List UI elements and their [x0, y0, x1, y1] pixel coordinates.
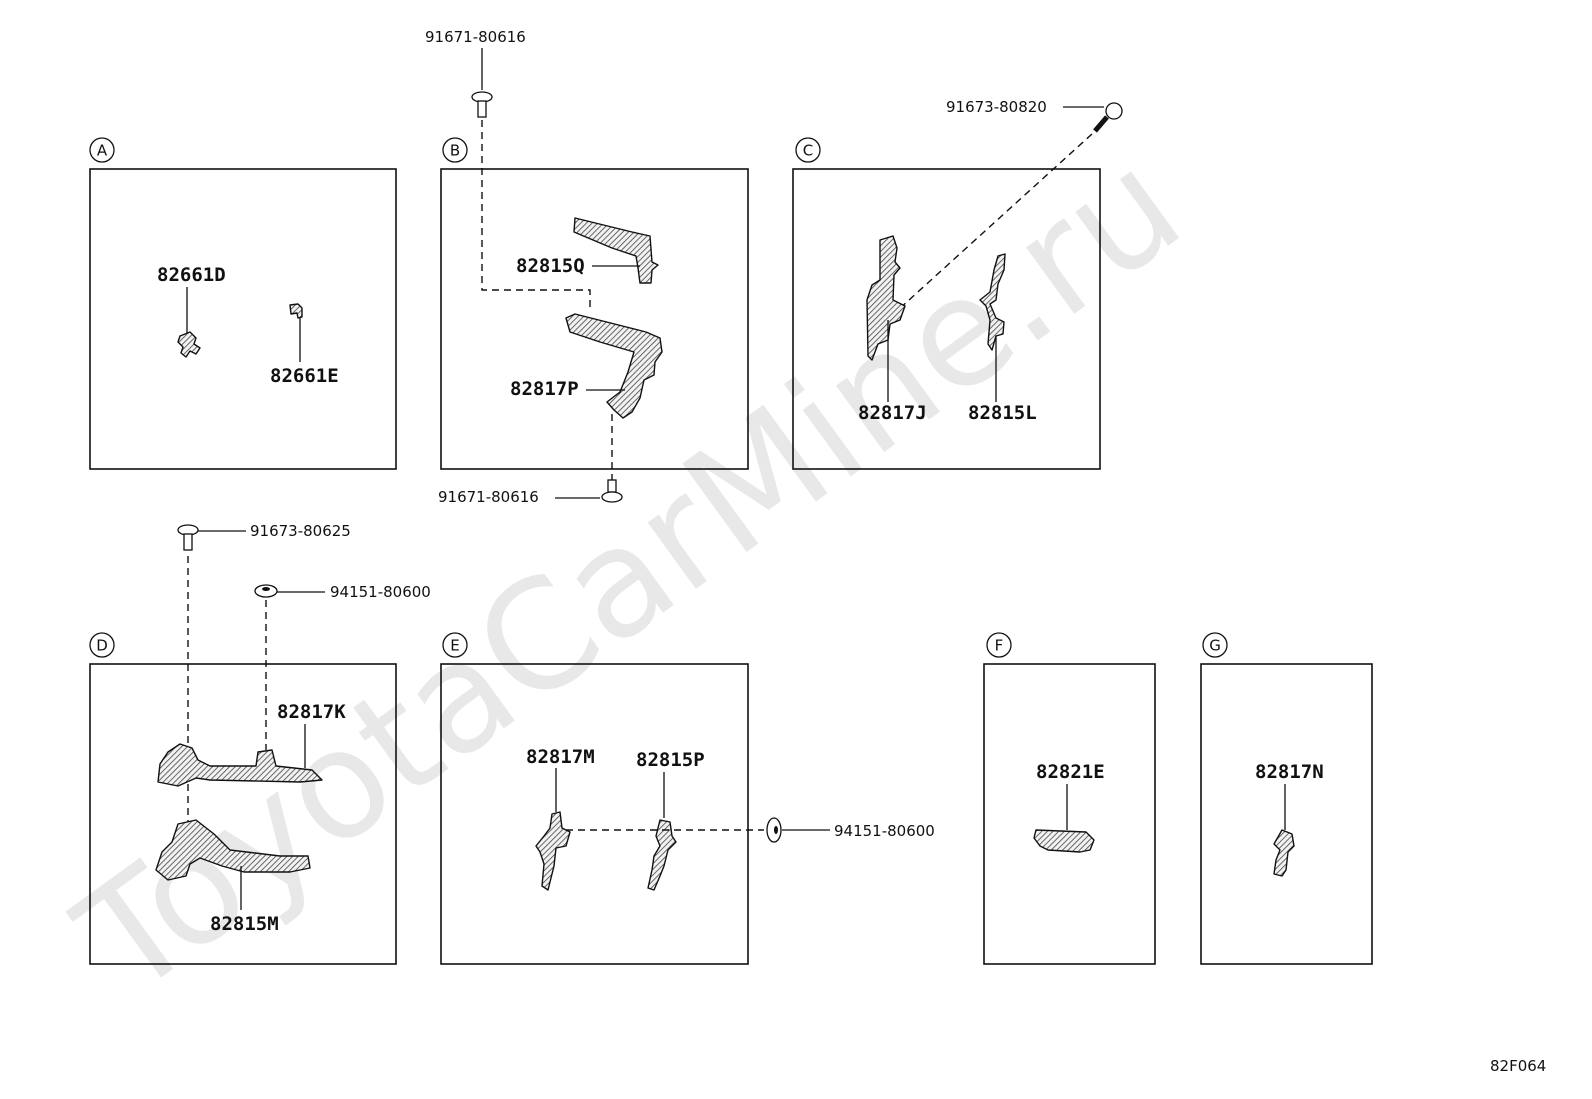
section-f: F 82821E [983, 632, 1156, 965]
section-a-box [89, 168, 397, 470]
part-label-82817j[interactable]: 82817J [858, 402, 927, 424]
part-82817k-icon [157, 743, 323, 787]
section-f-box [983, 663, 1156, 965]
section-b-marker: B [450, 142, 460, 160]
watermark: ToyotaCarMine.ru [48, 118, 1211, 1030]
part-label-82661d[interactable]: 82661D [157, 264, 226, 286]
bolt-icon [471, 91, 493, 118]
part-82815l-icon [979, 253, 1006, 351]
screw-icon [1093, 102, 1123, 133]
section-g-box [1200, 663, 1373, 965]
part-label-82817k[interactable]: 82817K [277, 701, 346, 723]
part-label-82821e[interactable]: 82821E [1036, 761, 1105, 783]
bolt-icon [601, 479, 623, 503]
part-82815p-icon [647, 819, 677, 891]
part-82817p-icon [565, 313, 663, 419]
part-label-82815p[interactable]: 82815P [636, 749, 705, 771]
section-c: C 91673-80820 82817J 82815L [792, 98, 1123, 470]
section-b-box [440, 168, 749, 470]
section-e-marker: E [450, 637, 459, 655]
part-82817j-icon [866, 235, 906, 361]
part-82815m-icon [155, 819, 311, 881]
part-label-82817n[interactable]: 82817N [1255, 761, 1324, 783]
section-e-box [440, 663, 749, 965]
part-82817m-icon [535, 811, 571, 891]
section-d-box [89, 663, 397, 965]
section-a-marker: A [97, 142, 108, 160]
nut-icon [254, 584, 278, 598]
fastener-label-94151-80600-d[interactable]: 94151-80600 [330, 583, 431, 601]
section-d-marker: D [96, 637, 108, 655]
section-d: D 91673-80625 94151-80600 82817K 82815M [89, 522, 431, 965]
part-82661e-icon [289, 303, 303, 319]
part-label-82815m[interactable]: 82815M [210, 913, 279, 935]
part-82815q-icon [573, 217, 659, 284]
fastener-label-91673-80625[interactable]: 91673-80625 [250, 522, 351, 540]
part-82821e-icon [1033, 829, 1095, 853]
fastener-label-91671-80616-top[interactable]: 91671-80616 [425, 28, 526, 46]
section-c-marker: C [803, 142, 813, 160]
part-label-82661e[interactable]: 82661E [270, 365, 339, 387]
part-82817n-icon [1273, 829, 1295, 877]
part-label-82815l[interactable]: 82815L [968, 402, 1037, 424]
fastener-label-94151-80600-e[interactable]: 94151-80600 [834, 822, 935, 840]
section-c-box [792, 168, 1101, 470]
fastener-label-91673-80820[interactable]: 91673-80820 [946, 98, 1047, 116]
part-82661d-icon [177, 331, 201, 358]
part-label-82817p[interactable]: 82817P [510, 378, 579, 400]
nut-icon [766, 817, 782, 843]
bolt-icon [177, 524, 199, 551]
part-label-82817m[interactable]: 82817M [526, 746, 595, 768]
section-g-marker: G [1209, 637, 1221, 655]
part-label-82815q[interactable]: 82815Q [516, 255, 585, 277]
section-b: B 91671-80616 82815Q 82817P 91671-80616 [425, 28, 749, 506]
section-f-marker: F [995, 637, 1004, 655]
diagram-code: 82F064 [1490, 1057, 1546, 1075]
section-e: E 82817M 82815P 94151-80600 [440, 632, 935, 965]
section-a: A 82661D 82661E [89, 137, 397, 470]
fastener-label-91671-80616-bottom[interactable]: 91671-80616 [438, 488, 539, 506]
section-g: G 82817N [1200, 632, 1373, 965]
